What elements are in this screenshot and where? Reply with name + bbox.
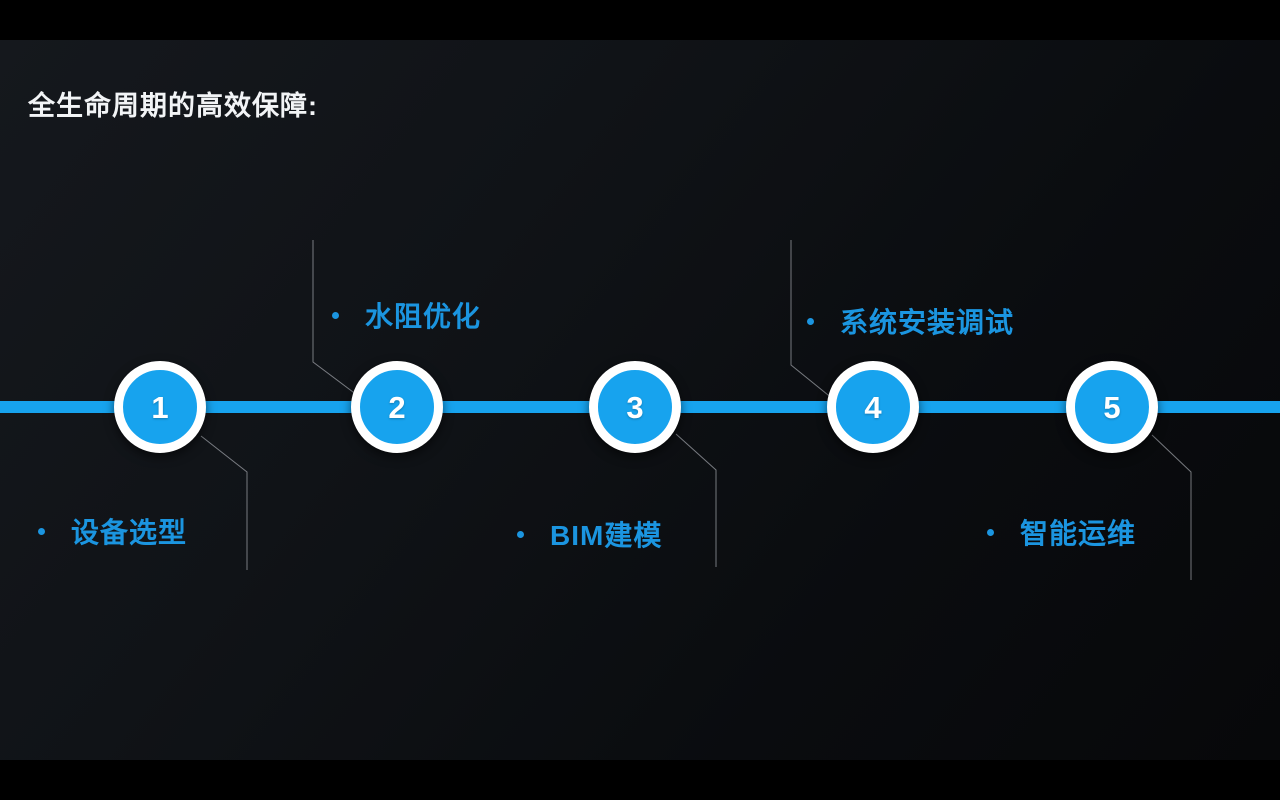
step-circle-4: 4 [827,361,919,453]
letterbox-top [0,0,1280,40]
step-label-2: 水阻优化 [332,295,481,335]
bullet-dot-icon [38,527,45,535]
step-number: 2 [388,389,406,425]
step-label-4: 系统安装调试 [807,301,1014,341]
step-circle-3: 3 [589,361,681,453]
step-number: 5 [1103,389,1121,425]
step-number: 3 [626,389,644,425]
bullet-dot-icon [517,530,524,538]
step-label-5: 智能运维 [987,512,1136,552]
step-number: 4 [864,389,882,425]
step-circle-1: 1 [114,361,206,453]
step-label-text: 智能运维 [1020,518,1137,549]
step-label-text: 系统安装调试 [840,307,1015,338]
step-label-text: BIM建模 [550,520,663,551]
step-circle-2: 2 [351,361,443,453]
bullet-dot-icon [332,311,339,319]
slide-title: 全生命周期的高效保障: [28,91,318,121]
step-label-text: 设备选型 [71,517,188,548]
step-number: 1 [151,389,169,425]
step-label-text: 水阻优化 [365,301,482,332]
letterbox-bottom [0,760,1280,800]
step-label-1: 设备选型 [38,511,187,551]
bullet-dot-icon [987,528,994,536]
step-label-3: BIM建模 [517,514,662,554]
bullet-dot-icon [807,317,814,325]
step-circle-5: 5 [1066,361,1158,453]
